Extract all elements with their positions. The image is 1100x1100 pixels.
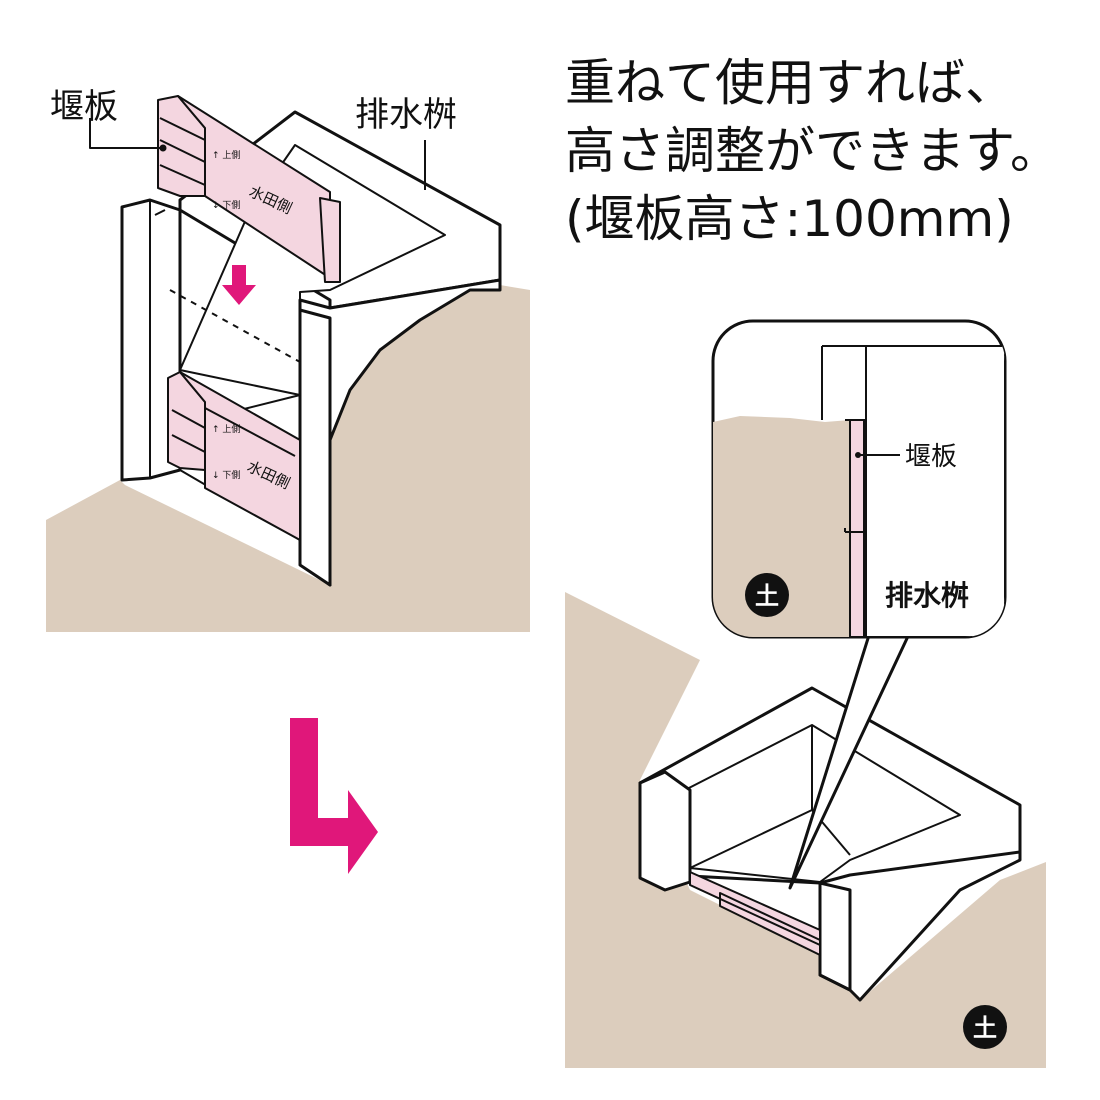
right-soil-symbol: 土 xyxy=(973,1014,997,1042)
upper-board-upper-side: ↑ 上側 xyxy=(212,149,240,161)
insert-down-arrow xyxy=(222,265,256,305)
right-soil-icon xyxy=(963,1005,1007,1049)
upper-weir-board: ↑ 上側 ↓ 下側 水田側 xyxy=(157,95,341,283)
upper-board-lower-side: ↓ 下側 xyxy=(212,199,240,211)
heading-line-1: 重ねて使用すれば、 xyxy=(565,54,1015,112)
weir-board-leader xyxy=(89,118,162,149)
inset-label-drain-box: 排水桝 xyxy=(885,579,969,612)
heading-line-3: (堰板高さ:100mm) xyxy=(565,190,1014,248)
right-weir-boards xyxy=(689,871,821,956)
label-weir-board: 堰板 xyxy=(50,87,118,127)
lower-board-upper-side: ↑ 上側 xyxy=(212,423,240,435)
lower-weir-board: ↑ 上側 ↓ 下側 水田側 xyxy=(167,371,301,541)
inset-soil-symbol: 土 xyxy=(755,582,779,610)
label-drain-box: 排水桝 xyxy=(355,95,457,135)
drain-box-right-front xyxy=(298,308,332,587)
right-soil xyxy=(565,592,1046,1068)
drain-box-left-inner xyxy=(149,200,166,478)
callout-pointer xyxy=(788,631,912,890)
heading-line-2: 高さ調整ができます。 xyxy=(565,122,1060,180)
right-box-left-pillar xyxy=(638,770,692,892)
lower-board-lower-side: ↓ 下側 xyxy=(212,469,240,481)
left-illustration: ↑ 上側 ↓ 下側 水田側 ↑ 上側 ↓ 下側 水田側 堰板 排水桝 xyxy=(46,87,530,632)
step-arrow-icon xyxy=(290,718,378,874)
inset-weir-board xyxy=(849,419,865,637)
inset-label-weir-board: 堰板 xyxy=(905,442,957,472)
inset-soil xyxy=(713,416,850,637)
inset-detail: 堰板 排水桝 土 xyxy=(713,345,1005,637)
right-box-front-pillar xyxy=(818,881,852,992)
left-soil xyxy=(46,285,530,632)
heading: 重ねて使用すれば、 高さ調整ができます。 (堰板高さ:100mm) xyxy=(565,54,1060,248)
insert-guide-dashed xyxy=(169,289,301,363)
inset-soil-icon xyxy=(745,573,789,617)
